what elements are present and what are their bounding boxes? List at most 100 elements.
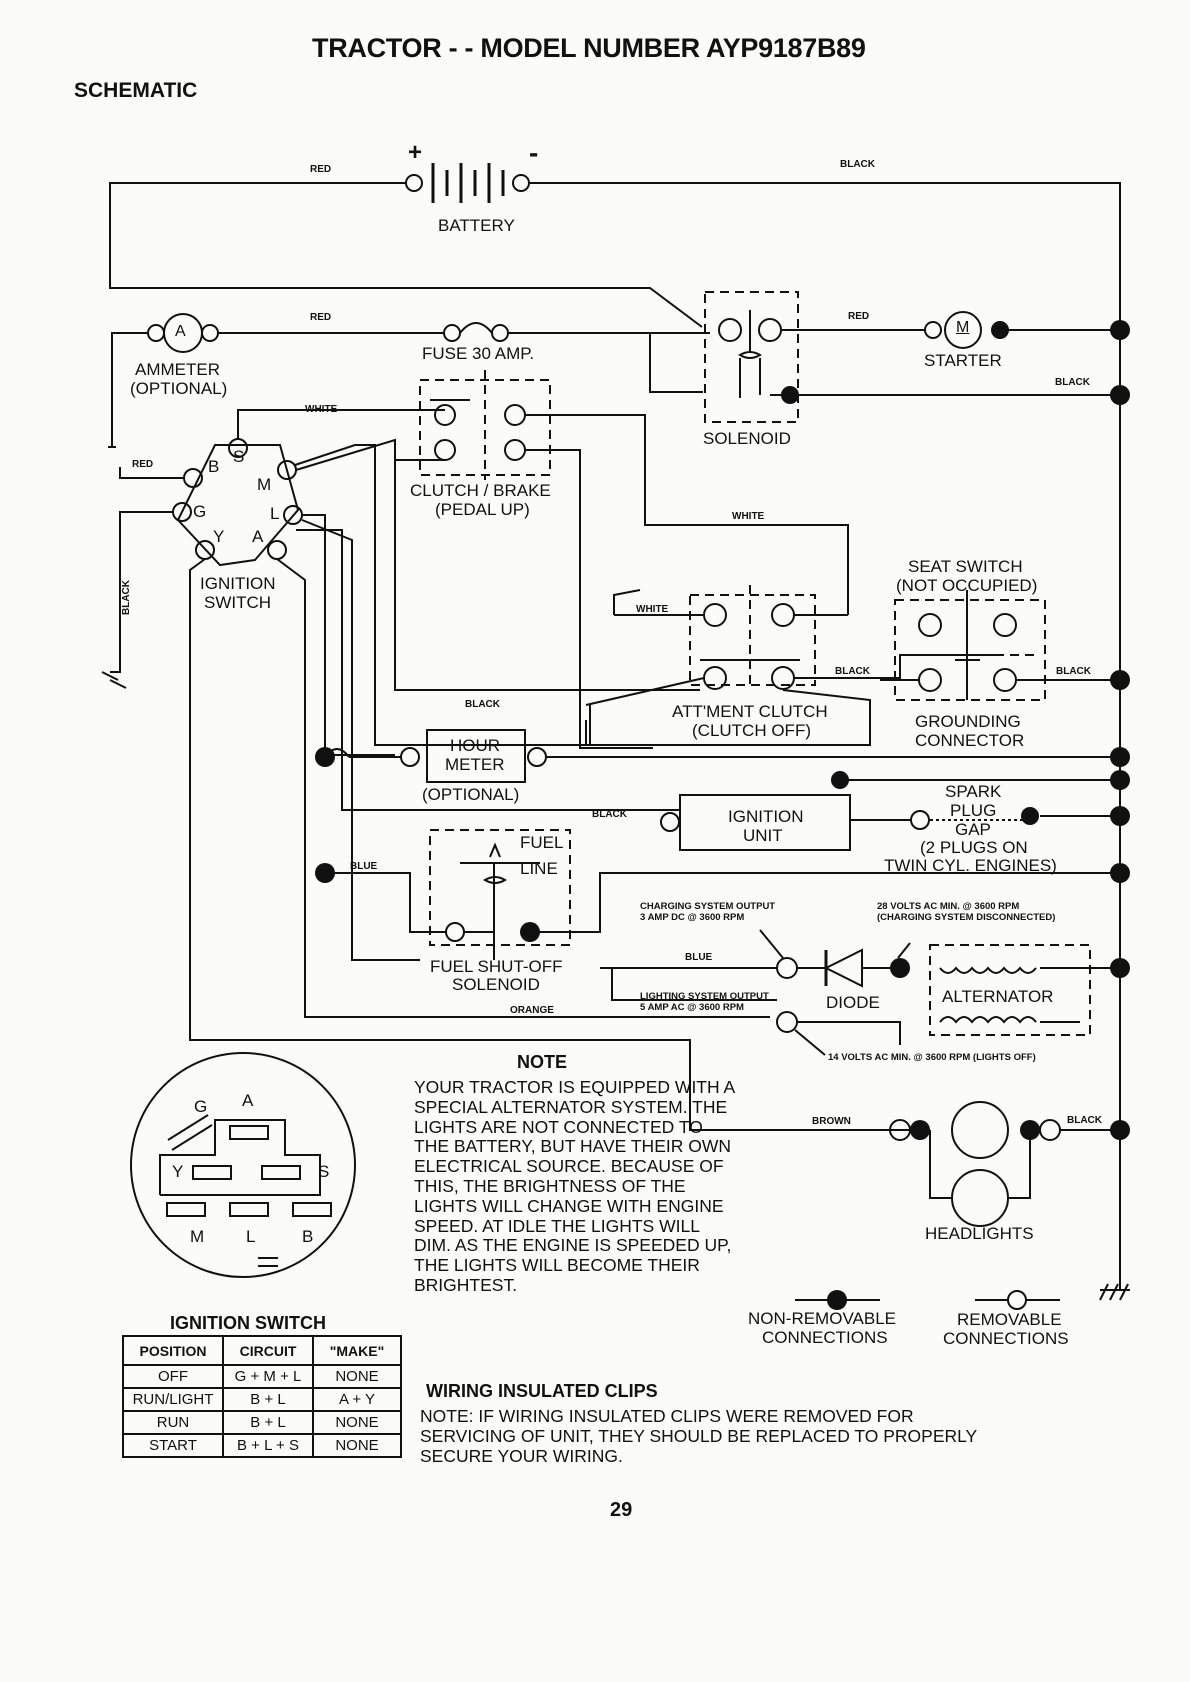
switch-table-header-row: POSITION CIRCUIT "MAKE" [122, 1335, 402, 1366]
ignition-unit-symbol [660, 794, 930, 851]
wire-label-black-attment: BLACK [835, 666, 870, 677]
table-cell: B + L + S [222, 1433, 314, 1458]
wire-label-red-left: RED [132, 459, 154, 470]
volts28-sub-label: (CHARGING SYSTEM DISCONNECTED) [877, 912, 1056, 923]
switch-terminal-m: M [257, 475, 272, 494]
table-cell: B + L [222, 1410, 314, 1435]
battery-label: BATTERY [438, 216, 515, 235]
table-row: START B + L + S NONE [122, 1433, 402, 1458]
clutch-brake-symbol [419, 370, 551, 480]
wire-label-white-attment: WHITE [636, 604, 669, 615]
clutch-brake-label: CLUTCH / BRAKE [410, 481, 551, 500]
clips-heading: WIRING INSULATED CLIPS [426, 1381, 658, 1401]
spark-plug-label-3: GAP [955, 820, 991, 839]
battery-symbol [405, 163, 530, 203]
headlights-symbol [889, 1101, 1061, 1227]
note-heading: NOTE [517, 1052, 568, 1072]
switch-terminal-g: G [193, 502, 207, 521]
ignition-unit-label: IGNITION [728, 807, 804, 826]
diode-symbol [776, 948, 900, 988]
switch-table-header: CIRCUIT [222, 1335, 314, 1366]
hour-meter-label: HOUR [450, 736, 501, 755]
lighting-output-label: LIGHTING SYSTEM OUTPUT [640, 991, 769, 1002]
seat-switch-sub-label: (NOT OCCUPIED) [896, 576, 1038, 595]
table-cell: NONE [312, 1433, 402, 1458]
switch-face-y: Y [172, 1162, 184, 1181]
grounding-label: GROUNDING [915, 712, 1021, 731]
table-row: OFF G + M + L NONE [122, 1364, 402, 1389]
spark-plug-label-5: TWIN CYL. ENGINES) [884, 856, 1057, 875]
note-body: YOUR TRACTOR IS EQUIPPED WITH A SPECIAL … [414, 1077, 735, 1295]
switch-terminal-s: S [233, 447, 245, 466]
fuel-line-label: FUEL [520, 833, 564, 852]
spark-plug-label-4: (2 PLUGS ON [920, 838, 1028, 857]
wire-label-white-seat: WHITE [732, 511, 765, 522]
switch-face-l: L [246, 1227, 256, 1246]
fuel-line-sub-label: LINE [520, 859, 558, 878]
table-cell: A + Y [312, 1387, 402, 1412]
section-title: SCHEMATIC [74, 79, 198, 102]
lighting-output-sub-label: 5 AMP AC @ 3600 RPM [640, 1002, 744, 1013]
ammeter-label: AMMETER [135, 360, 220, 379]
wire-label-brown: BROWN [812, 1116, 851, 1127]
fuse-symbol [443, 322, 509, 342]
fuse-label: FUSE 30 AMP. [422, 344, 535, 363]
switch-table-title: IGNITION SWITCH [170, 1313, 326, 1333]
wire-label-red-ammeter: RED [310, 312, 332, 323]
switch-terminal-b: B [208, 457, 220, 476]
table-cell: G + M + L [222, 1364, 314, 1389]
fuel-solenoid-sub-label: SOLENOID [452, 975, 540, 994]
page-number: 29 [610, 1499, 633, 1521]
switch-table: POSITION CIRCUIT "MAKE" OFF G + M + L NO… [122, 1335, 402, 1458]
table-cell: NONE [312, 1410, 402, 1435]
table-cell: NONE [312, 1364, 402, 1389]
seat-switch-symbol [894, 590, 1046, 701]
hour-meter-optional-label: (OPTIONAL) [422, 785, 520, 804]
charging-output-sub-label: 3 AMP DC @ 3600 RPM [640, 912, 745, 923]
wire-label-orange: ORANGE [510, 1005, 554, 1016]
wire-label-red-top: RED [310, 164, 332, 175]
ignition-switch-label: IGNITION [200, 574, 276, 593]
switch-face-b: B [302, 1227, 314, 1246]
table-cell: OFF [122, 1364, 224, 1389]
switch-face-g: G [194, 1097, 208, 1116]
ammeter-symbol-label: A [175, 323, 186, 340]
table-cell: B + L [222, 1387, 314, 1412]
wire-label-white-switch: WHITE [305, 404, 338, 415]
grounding-sub-label: CONNECTOR [915, 731, 1025, 750]
alternator-symbol [929, 944, 1120, 1036]
wire-label-black-ignition: BLACK [592, 809, 627, 820]
wire-label-red-starter: RED [848, 311, 870, 322]
switch-terminal-y: Y [213, 527, 225, 546]
hour-meter-sub-label: METER [445, 755, 505, 774]
alternator-label: ALTERNATOR [942, 987, 1054, 1006]
legend-non-removable-sub: CONNECTIONS [762, 1328, 888, 1347]
wire-label-black-headlight: BLACK [1067, 1115, 1102, 1126]
ignition-unit-sub-label: UNIT [743, 826, 783, 845]
switch-face-m: M [190, 1227, 205, 1246]
seat-switch-label: SEAT SWITCH [908, 557, 1023, 576]
table-cell: START [122, 1433, 224, 1458]
switch-table-header: POSITION [122, 1335, 224, 1366]
legend-removable: REMOVABLE [957, 1310, 1062, 1329]
attment-clutch-sub-label: (CLUTCH OFF) [692, 721, 811, 740]
legend-removable-sub: CONNECTIONS [943, 1329, 1069, 1348]
wire-label-blue-diode: BLUE [685, 952, 713, 963]
headlights-label: HEADLIGHTS [925, 1224, 1034, 1243]
fuel-shutoff-symbol [429, 829, 571, 960]
starter-symbol-label: M [956, 319, 970, 336]
diode-label: DIODE [826, 993, 880, 1012]
wire-label-black-left: BLACK [121, 580, 132, 615]
table-row: RUN B + L NONE [122, 1410, 402, 1435]
table-cell: RUN [122, 1410, 224, 1435]
solenoid-symbol [704, 291, 799, 423]
switch-face-a: A [242, 1091, 254, 1110]
table-cell: RUN/LIGHT [122, 1387, 224, 1412]
switch-face-s: S [318, 1162, 330, 1181]
spark-plug-label-1: SPARK [945, 782, 1002, 801]
clutch-brake-sub-label: (PEDAL UP) [435, 500, 530, 519]
battery-plus-label: + [408, 139, 423, 166]
table-row: RUN/LIGHT B + L A + Y [122, 1387, 402, 1412]
